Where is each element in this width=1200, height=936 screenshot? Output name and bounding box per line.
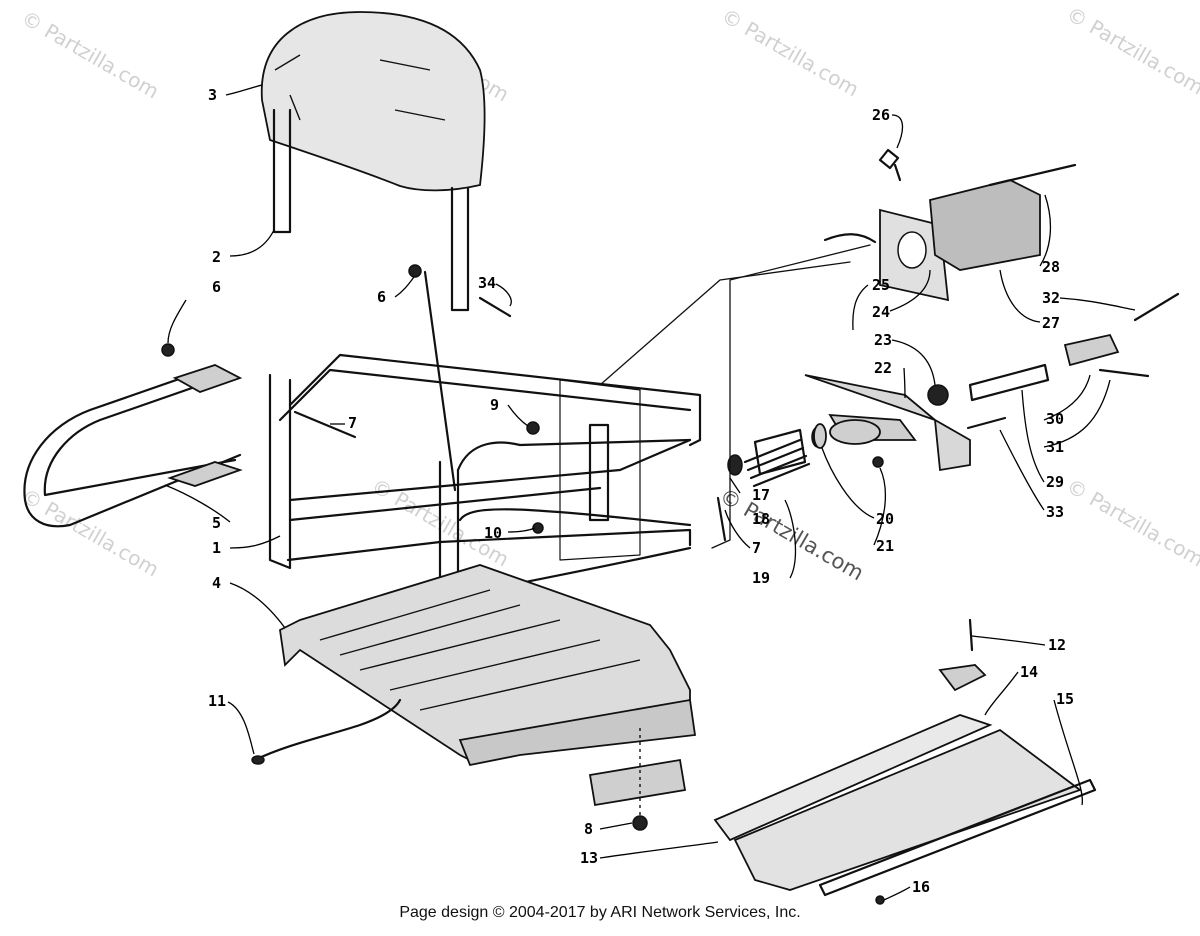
callout-23: 23 (874, 331, 892, 349)
callout-5: 5 (212, 514, 221, 532)
backrest-posts (272, 108, 470, 312)
watermark-text: © Partzilla.com (1063, 474, 1200, 572)
callout-12: 12 (1048, 636, 1066, 654)
callout-7a: 7 (348, 414, 357, 432)
callout-33: 33 (1046, 503, 1064, 521)
leader-lines (164, 84, 1136, 901)
callout-28: 28 (1042, 258, 1060, 276)
callout-3: 3 (208, 86, 217, 104)
callout-8: 8 (584, 820, 593, 838)
callout-20: 20 (876, 510, 894, 528)
callout-30: 30 (1046, 410, 1064, 428)
callout-7b: 7 (752, 539, 761, 557)
callout-14: 14 (1020, 663, 1038, 681)
watermark-text: © Partzilla.com (1063, 2, 1200, 100)
callout-15: 15 (1056, 690, 1074, 708)
page-footer: Page design © 2004-2017 by ARI Network S… (399, 904, 801, 921)
side-rails (713, 664, 1097, 897)
callout-17: 17 (752, 486, 770, 504)
callout-2: 2 (212, 248, 221, 266)
callout-4: 4 (212, 574, 221, 592)
wire-lead (253, 698, 402, 762)
backrest-pad (260, 11, 486, 192)
lower-bracket (588, 728, 687, 831)
callout-22: 22 (874, 359, 892, 377)
callout-6b: 6 (377, 288, 386, 306)
callout-10: 10 (484, 524, 502, 542)
watermark-text: © Partzilla.com (18, 484, 164, 582)
callout-18: 18 (752, 510, 770, 528)
callout-34: 34 (478, 274, 496, 292)
fasteners (161, 244, 974, 905)
callout-labels: 1 2 3 4 5 6 6 7 7 8 9 10 11 12 13 14 15 … (208, 86, 1074, 896)
spring (743, 423, 827, 488)
callout-16: 16 (912, 878, 930, 896)
grab-handle (23, 364, 243, 528)
tail-light (823, 148, 1077, 302)
callout-31: 31 (1046, 438, 1064, 456)
nut-8 (632, 815, 648, 831)
callout-27: 27 (1042, 314, 1060, 332)
watermark-text: © Partzilla.com (18, 6, 164, 104)
seat-frame (268, 353, 702, 652)
callout-1: 1 (212, 539, 221, 557)
callout-21: 21 (876, 537, 894, 555)
callout-13: 13 (580, 849, 598, 867)
callout-11: 11 (208, 692, 226, 710)
callout-6a: 6 (212, 278, 221, 296)
callout-9: 9 (490, 396, 499, 414)
callout-24: 24 (872, 303, 890, 321)
seat-base (279, 564, 697, 767)
callout-26: 26 (872, 106, 890, 124)
callout-32: 32 (1042, 289, 1060, 307)
callout-29: 29 (1046, 473, 1064, 491)
hinge-hardware (727, 292, 1180, 476)
wire-terminal (251, 755, 265, 765)
watermark-text: © Partzilla.com (718, 4, 864, 102)
callout-19: 19 (752, 569, 770, 587)
callout-25: 25 (872, 276, 890, 294)
